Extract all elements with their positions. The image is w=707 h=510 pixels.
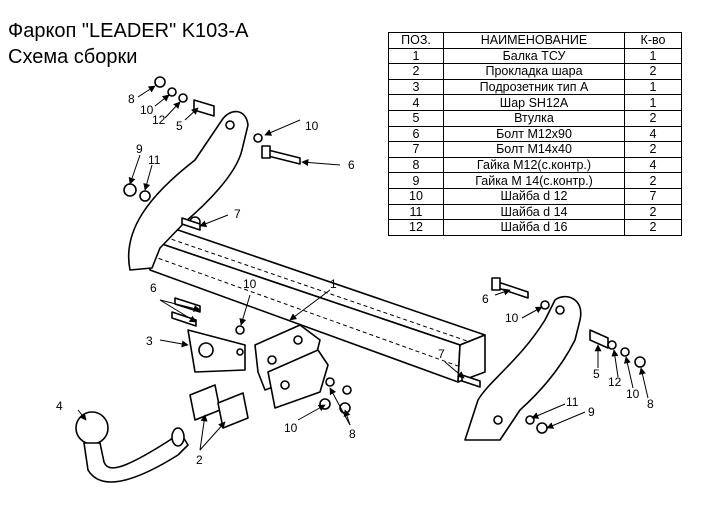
bolt-right-7 — [461, 374, 481, 388]
callout-10-plates: 10 — [284, 421, 298, 435]
callout-7-right: 7 — [438, 347, 445, 361]
callout-9-right: 9 — [588, 405, 595, 419]
callout-6-top: 6 — [348, 158, 355, 172]
callout-8-center: 8 — [349, 427, 356, 441]
callout-2: 2 — [196, 453, 203, 467]
callout-8-right: 8 — [647, 397, 654, 411]
column-header-name: НАИМЕНОВАНИЕ — [443, 32, 625, 49]
callout-11-left: 11 — [148, 153, 161, 167]
callout-10-far-right: 10 — [626, 387, 640, 401]
tow-ball-part-4 — [75, 411, 189, 483]
bolt-right-6 — [491, 277, 529, 299]
cell-name: Гайка М12(с.контр.) — [443, 156, 625, 174]
callout-10-bolt: 10 — [305, 119, 319, 133]
cell-name: Подрозетник тип А — [443, 78, 625, 96]
callout-11-right: 11 — [566, 395, 579, 409]
callout-5-right: 5 — [593, 367, 600, 381]
callout-10-top: 10 — [140, 103, 154, 117]
callout-labels: 1 2 3 4 5 5 6 6 6 7 7 8 8 8 9 9 10 10 10… — [56, 92, 654, 467]
callout-8-top: 8 — [128, 92, 135, 106]
tow-plates — [254, 324, 329, 409]
leader-lines — [77, 85, 649, 451]
callout-10-right: 10 — [505, 311, 519, 325]
bolt-left-7 — [181, 217, 201, 231]
bushing-right — [589, 329, 609, 349]
ball-shims-part-2 — [189, 384, 249, 429]
callout-1: 1 — [330, 277, 337, 291]
callout-9-left: 9 — [136, 142, 143, 156]
callout-6-left: 6 — [150, 281, 157, 295]
left-mounting-bracket — [127, 110, 249, 271]
cell-name: Болт М14х40 — [443, 141, 625, 158]
crossbeam-part-1 — [149, 229, 486, 383]
diagram-subtitle: Схема сборки — [8, 46, 138, 68]
callout-3: 3 — [146, 334, 153, 348]
cell-pos: 12 — [388, 219, 444, 236]
callout-12-right: 12 — [608, 375, 622, 389]
callout-12-left: 12 — [152, 113, 166, 127]
bushing-left — [193, 99, 215, 117]
bolt-top — [261, 145, 301, 165]
callout-6-right: 6 — [482, 292, 489, 306]
cell-qty: 2 — [624, 219, 682, 236]
callout-4: 4 — [56, 399, 63, 413]
callout-10-center: 10 — [243, 277, 257, 291]
cell-name: Шайба d 16 — [443, 219, 625, 236]
callout-7-left: 7 — [234, 207, 241, 221]
diagram-title: Фаркоп "LEADER" K103-A — [8, 20, 249, 42]
callout-5-left: 5 — [176, 119, 183, 133]
socket-bracket-part-3 — [187, 329, 246, 373]
right-mounting-bracket — [464, 295, 582, 441]
